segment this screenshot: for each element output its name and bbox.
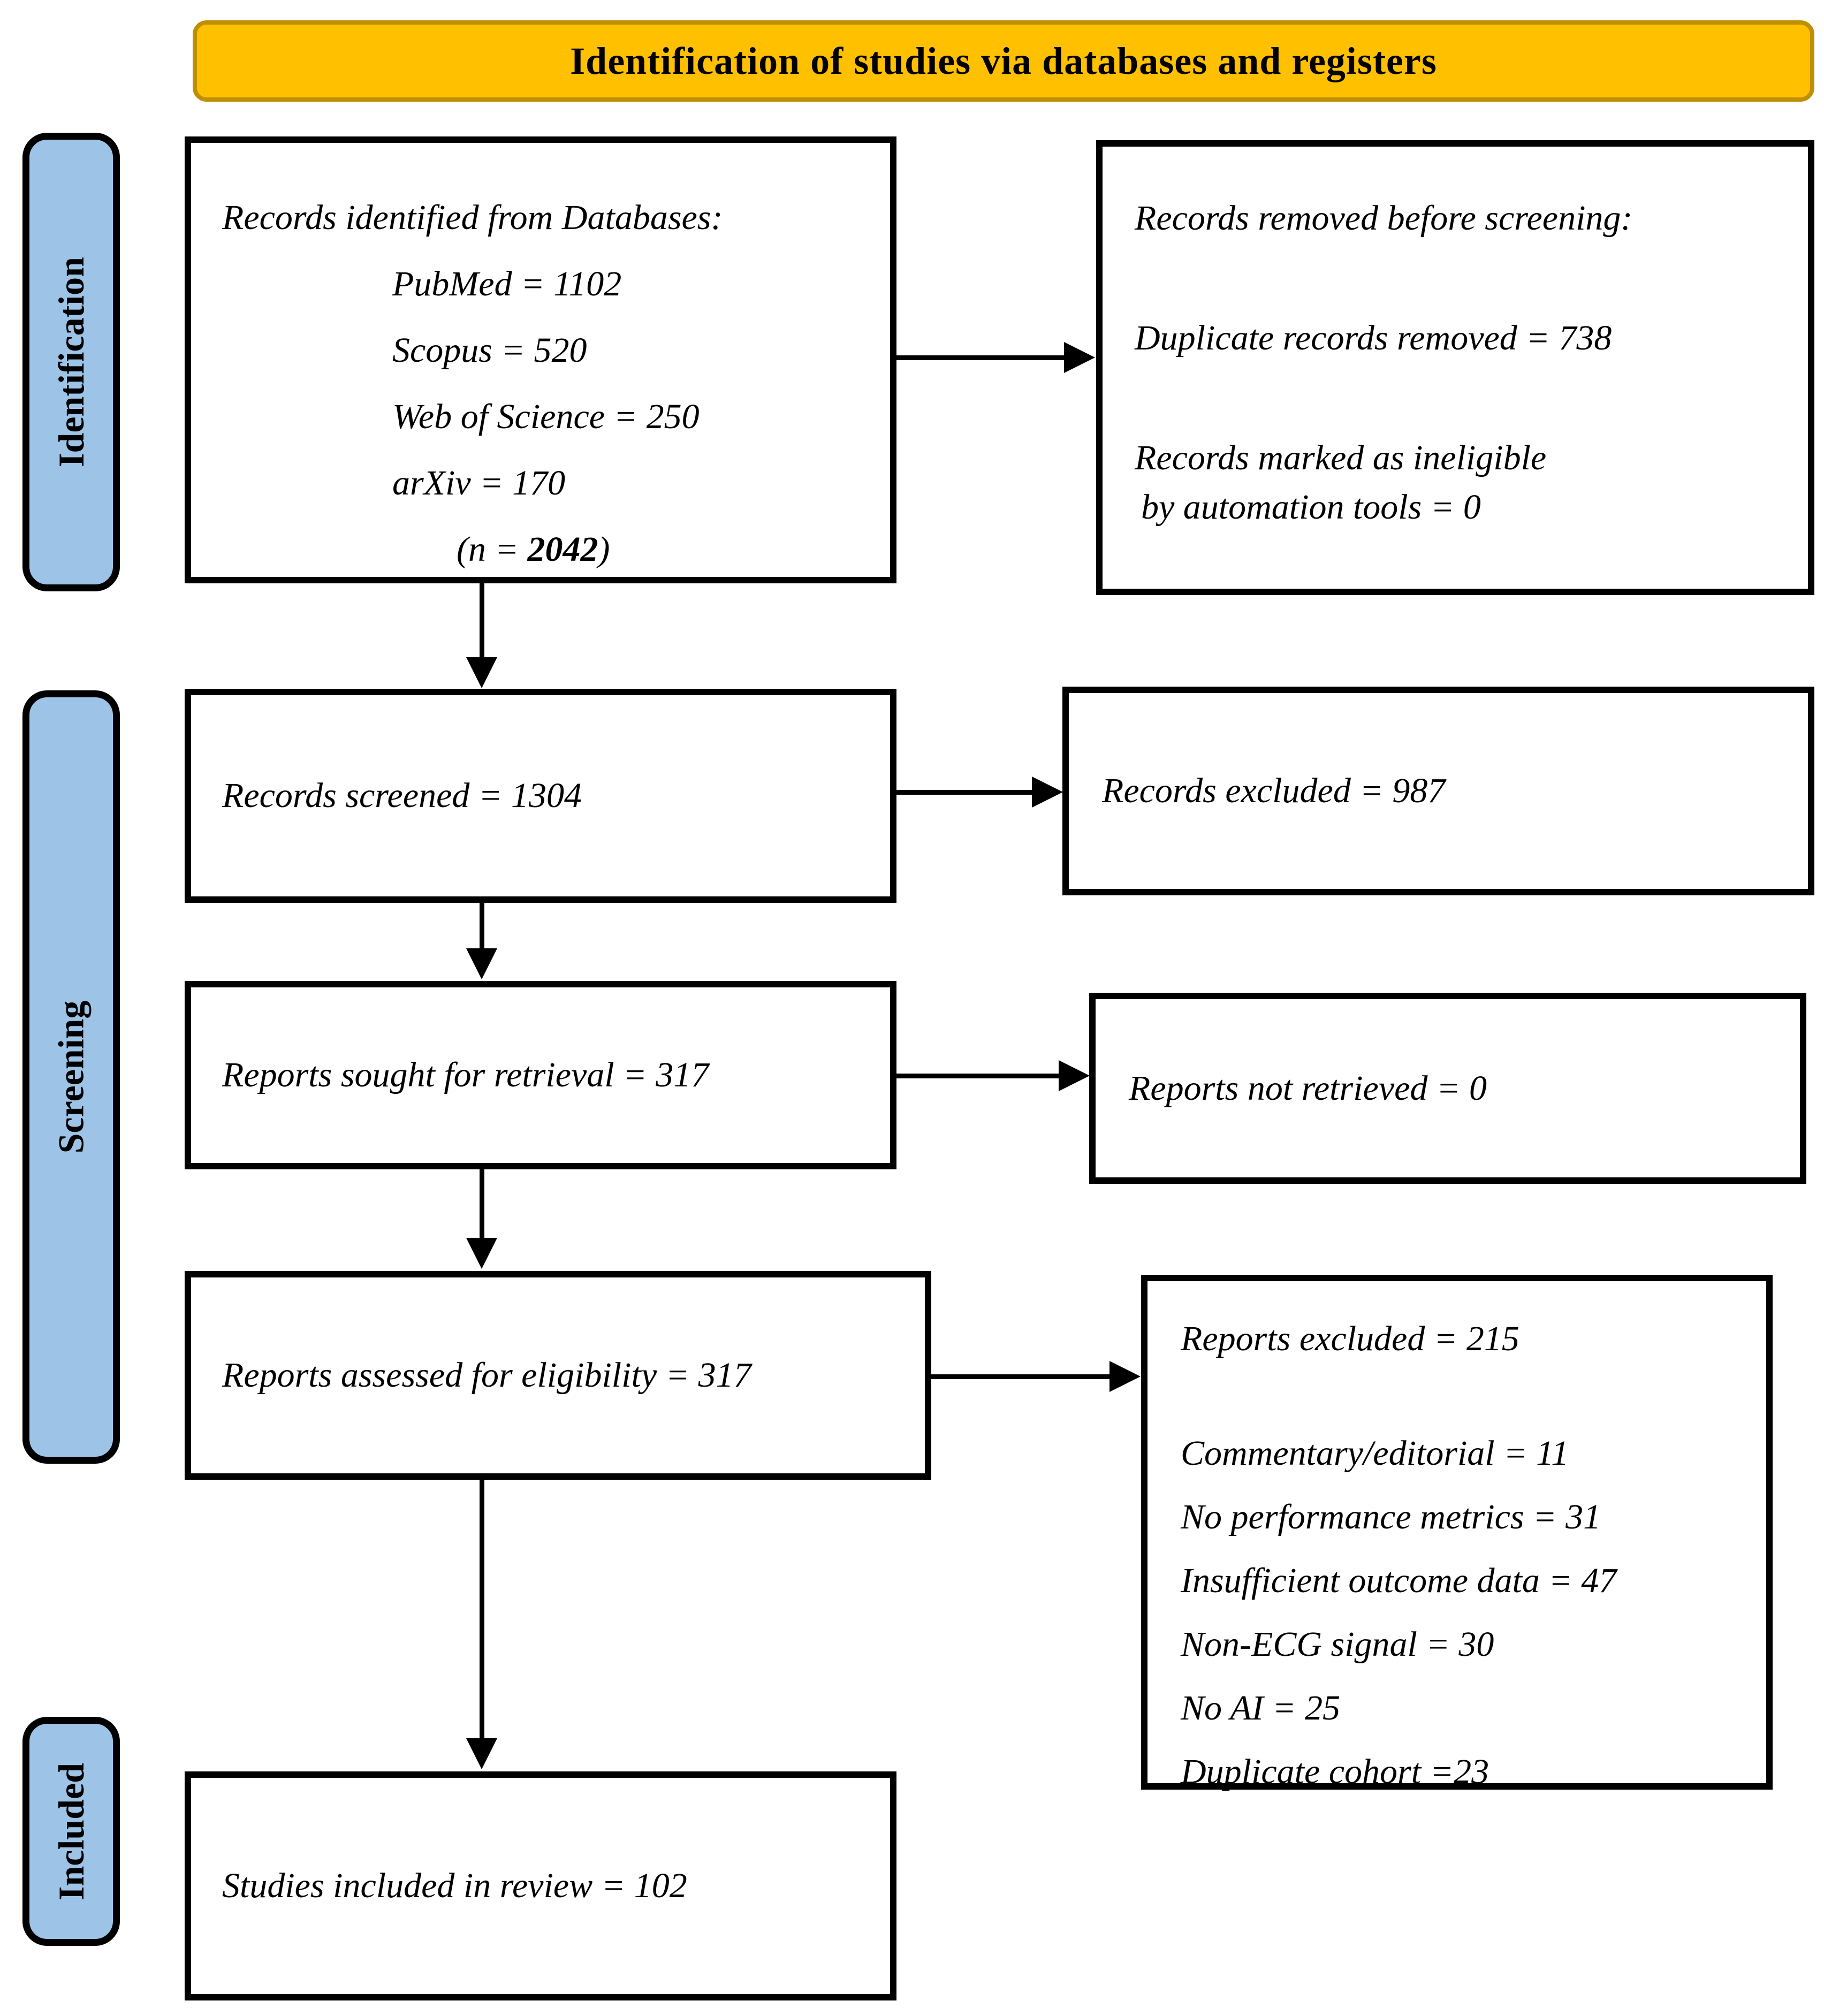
- by-automation-tools: by automation tools = 0: [1141, 488, 1481, 527]
- arrow-assessed-to-reports-excluded-head-icon: [1109, 1361, 1141, 1392]
- phase-identification: Identification: [22, 133, 120, 591]
- reason-insufficient-outcome-data: Insufficient outcome data = 47: [1181, 1561, 1617, 1600]
- records-removed-title: Records removed before screening:: [1135, 199, 1633, 238]
- arrow-screened-to-sought-line: [480, 903, 484, 951]
- reason-non-ecg-signal: Non-ECG signal = 30: [1181, 1625, 1494, 1664]
- records-screened-label: Records screened = 1304: [222, 776, 582, 816]
- arrow-screened-to-excluded-line: [896, 790, 1035, 795]
- arrow-identified-to-screened-line: [480, 583, 484, 661]
- box-reports-sought: Reports sought for retrieval = 317: [185, 981, 896, 1169]
- box-records-removed: Records removed before screening: Duplic…: [1096, 140, 1814, 595]
- diagram-title: Identification of studies via databases …: [570, 39, 1437, 82]
- studies-included-label: Studies included in review = 102: [222, 1866, 687, 1906]
- arrow-identified-to-screened-head-icon: [466, 657, 497, 688]
- box-studies-included: Studies included in review = 102: [185, 1771, 896, 2000]
- phase-screening-label: Screening: [50, 1000, 92, 1154]
- arrow-assessed-to-included-line: [480, 1480, 484, 1741]
- records-marked-ineligible: Records marked as ineligible: [1135, 438, 1547, 477]
- arrow-assessed-to-reports-excluded-line: [931, 1374, 1112, 1379]
- exclusion-reasons-list: Commentary/editorial = 11 No performance…: [1181, 1421, 1755, 1804]
- reason-duplicate-cohort: Duplicate cohort =23: [1181, 1752, 1489, 1791]
- arrow-screened-to-sought-head-icon: [466, 948, 497, 979]
- arrow-assessed-to-included-head-icon: [466, 1738, 497, 1769]
- records-identified-arxiv: arXiv = 170: [392, 463, 566, 503]
- reason-commentary: Commentary/editorial = 11: [1181, 1434, 1569, 1473]
- records-identified-scopus: Scopus = 520: [392, 331, 587, 370]
- records-identified-total: (n = 2042): [457, 530, 610, 569]
- box-reports-assessed: Reports assessed for eligibility = 317: [185, 1271, 931, 1480]
- arrow-sought-to-not-retrieved-head-icon: [1059, 1060, 1090, 1091]
- records-excluded-label: Records excluded = 987: [1102, 771, 1446, 811]
- box-records-screened: Records screened = 1304: [185, 689, 896, 903]
- phase-included-label: Included: [50, 1762, 92, 1900]
- reason-no-ai: No AI = 25: [1181, 1688, 1341, 1728]
- arrow-identified-to-removed-head-icon: [1064, 342, 1095, 373]
- phase-screening: Screening: [22, 690, 120, 1464]
- arrow-sought-to-assessed-line: [480, 1169, 484, 1241]
- reports-not-retrieved-label: Reports not retrieved = 0: [1129, 1068, 1487, 1108]
- diagram-title-banner: Identification of studies via databases …: [193, 20, 1814, 102]
- arrow-screened-to-excluded-head-icon: [1032, 777, 1063, 808]
- box-records-excluded: Records excluded = 987: [1062, 687, 1814, 895]
- duplicate-records-removed: Duplicate records removed = 738: [1135, 318, 1612, 357]
- reason-no-performance-metrics: No performance metrics = 31: [1181, 1497, 1601, 1536]
- reports-sought-label: Reports sought for retrieval = 317: [222, 1055, 709, 1095]
- reports-excluded-title: Reports excluded = 215: [1181, 1319, 1519, 1358]
- records-identified-title: Records identified from Databases:: [222, 198, 723, 237]
- arrow-sought-to-not-retrieved-line: [896, 1074, 1061, 1078]
- phase-identification-label: Identification: [50, 257, 92, 467]
- arrow-sought-to-assessed-head-icon: [466, 1238, 497, 1269]
- records-identified-wos: Web of Science = 250: [392, 397, 700, 436]
- phase-included: Included: [22, 1717, 120, 1946]
- box-reports-not-retrieved: Reports not retrieved = 0: [1089, 993, 1806, 1184]
- box-records-identified: Records identified from Databases: PubMe…: [185, 136, 896, 583]
- arrow-identified-to-removed-line: [895, 355, 1067, 360]
- records-identified-total-value: 2042: [527, 530, 598, 569]
- reports-assessed-label: Reports assessed for eligibility = 317: [222, 1356, 751, 1395]
- box-reports-excluded-reasons: Reports excluded = 215 Commentary/editor…: [1141, 1275, 1773, 1791]
- records-identified-pubmed: PubMed = 1102: [392, 264, 622, 303]
